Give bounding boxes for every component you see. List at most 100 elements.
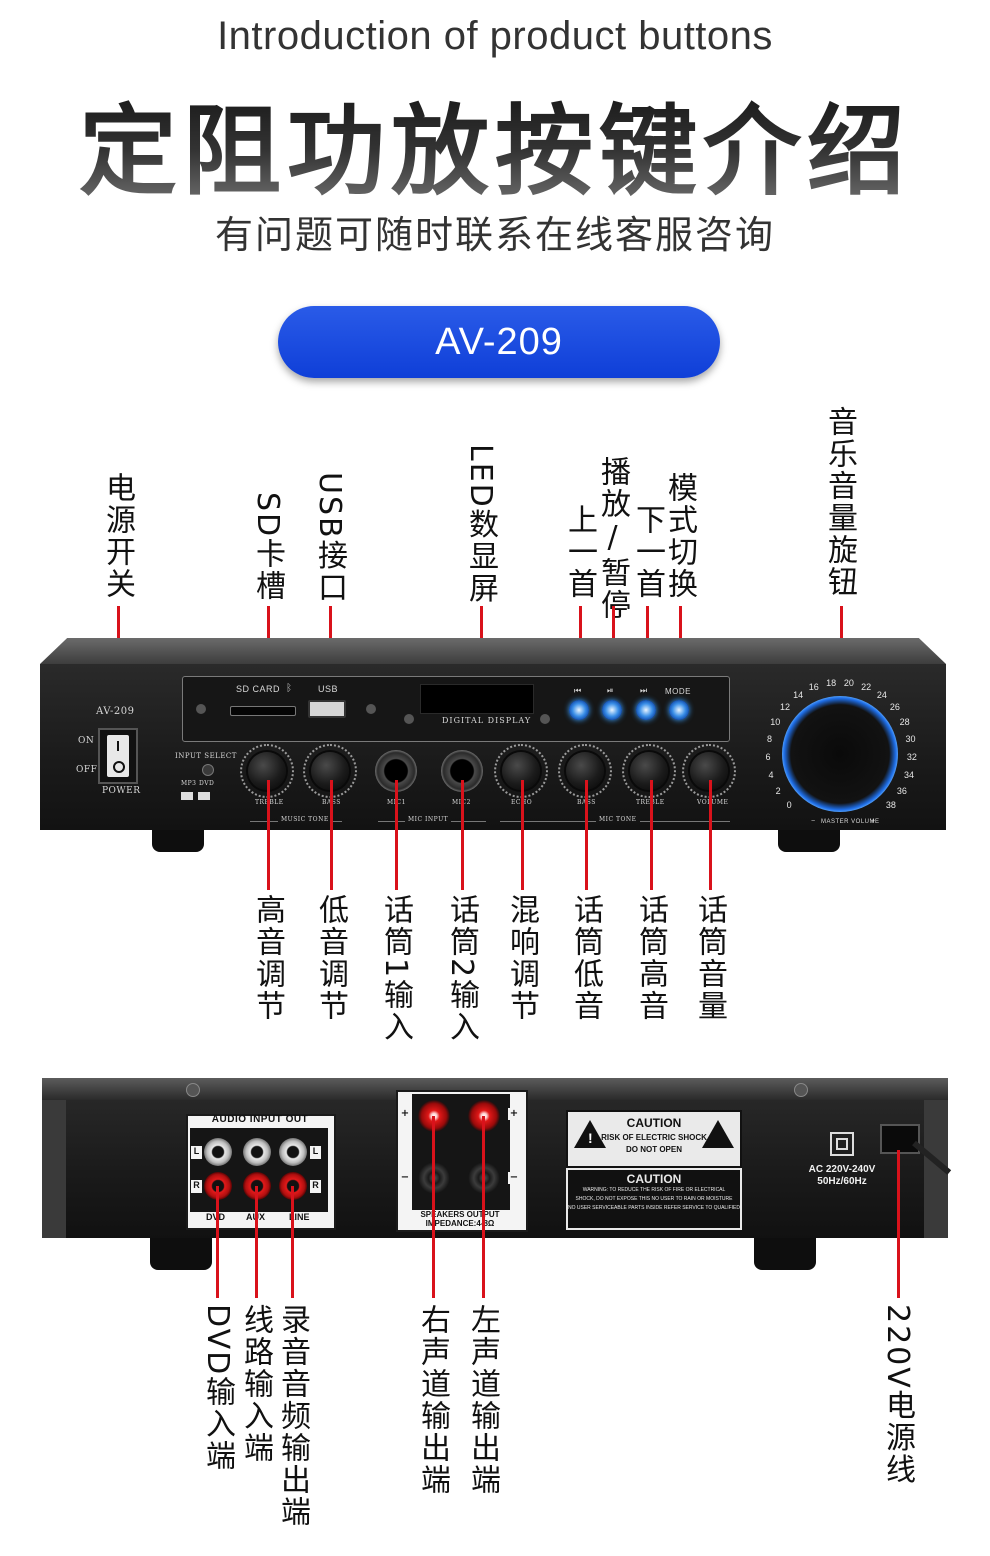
caution-title: CAUTION bbox=[626, 1116, 682, 1130]
speakers-output-text: SPEAKERS OUTPUT bbox=[420, 1210, 500, 1219]
label-prev-track: 上一首 bbox=[562, 504, 597, 600]
prev-track-button[interactable] bbox=[569, 700, 589, 720]
label-play-pause: 播放/暂停 bbox=[595, 456, 630, 621]
foot bbox=[152, 830, 204, 852]
led-display bbox=[420, 684, 534, 714]
pointer-line bbox=[395, 780, 398, 890]
pointer-line bbox=[585, 780, 588, 890]
next-track-button[interactable] bbox=[636, 700, 656, 720]
screw bbox=[540, 714, 550, 724]
scale-number: 32 bbox=[906, 751, 917, 762]
subtitle-en: Introduction of product buttons bbox=[217, 14, 773, 58]
pointer-line bbox=[267, 780, 270, 890]
mic-treble-knob[interactable] bbox=[622, 744, 676, 798]
pointer-line bbox=[432, 1116, 435, 1298]
screw bbox=[366, 704, 376, 714]
screw bbox=[794, 1083, 808, 1097]
digital-display-label: DIGITAL DISPLAY bbox=[442, 716, 532, 725]
label-treble: 高音调节 bbox=[250, 894, 285, 1022]
play-pause-icon: ⏯ bbox=[607, 686, 614, 695]
pointer-line bbox=[255, 1186, 258, 1298]
label-sd-slot: SD卡槽 bbox=[250, 492, 285, 603]
off-label: OFF bbox=[76, 765, 98, 775]
scale-number: 0 bbox=[786, 799, 792, 810]
label-dvd-input: DVD输入端 bbox=[200, 1304, 235, 1473]
mode-label: MODE bbox=[665, 687, 691, 696]
pointer-line bbox=[291, 1186, 294, 1298]
scale-number: 18 bbox=[826, 677, 837, 688]
caution-line: NO USER SERVICEABLE PARTS INSIDE REFER S… bbox=[568, 1205, 740, 1211]
caution-title: CAUTION bbox=[626, 1172, 682, 1186]
screw bbox=[186, 1083, 200, 1097]
lightning-triangle-icon bbox=[702, 1120, 734, 1148]
plus-label: + bbox=[399, 1108, 411, 1120]
caution-label-shock: ! CAUTION RISK OF ELECTRIC SHOCK DO NOT … bbox=[566, 1110, 742, 1168]
scale-number: 26 bbox=[889, 702, 900, 713]
sd-card-label: SD CARD bbox=[236, 684, 281, 694]
scale-number: 8 bbox=[767, 734, 773, 745]
hz-rating: 50Hz/60Hz bbox=[817, 1176, 867, 1187]
pointer-line bbox=[521, 780, 524, 890]
pointer-line bbox=[897, 1150, 900, 1298]
side-bezel bbox=[42, 1100, 66, 1238]
label-next-track: 下一首 bbox=[630, 504, 665, 600]
label-right-output: 右声道输出端 bbox=[415, 1304, 450, 1496]
power-label: POWER bbox=[102, 786, 141, 796]
input-select-button[interactable] bbox=[202, 764, 214, 776]
label-bass: 低音调节 bbox=[313, 894, 348, 1022]
scale-number: 36 bbox=[896, 785, 907, 796]
left-channel-label: L bbox=[191, 1146, 202, 1159]
mode-button[interactable] bbox=[669, 700, 689, 720]
foot bbox=[778, 830, 840, 852]
scale-number: 14 bbox=[793, 690, 804, 701]
label-line-input: 线路输入端 bbox=[238, 1304, 273, 1464]
right-channel-label: R bbox=[191, 1180, 202, 1193]
power-cord-grommet[interactable] bbox=[880, 1124, 920, 1154]
label-mic-bass: 话筒低音 bbox=[568, 894, 603, 1022]
master-volume-label: MASTER VOLUME bbox=[821, 819, 880, 825]
ac-rating: AC 220V-240V bbox=[808, 1164, 876, 1175]
mp3-label: MP3 bbox=[181, 780, 197, 787]
label-mic-volume: 话筒音量 bbox=[692, 894, 727, 1022]
music-tone-label: MUSIC TONE bbox=[278, 816, 332, 823]
dvd-indicator bbox=[198, 792, 210, 800]
contact-note: 有问题可随时联系在线客服咨询 bbox=[214, 213, 775, 257]
label-master-volume: 音乐音量旋钮 bbox=[822, 406, 857, 598]
line-output-left-jack[interactable] bbox=[279, 1138, 307, 1166]
scale-number: 28 bbox=[899, 717, 910, 728]
scale-number: 6 bbox=[765, 751, 771, 762]
scale-number: 2 bbox=[775, 785, 781, 796]
minus-label: − bbox=[508, 1172, 520, 1184]
page-title: 定阻功放按键介绍 bbox=[0, 72, 990, 214]
pointer-line bbox=[330, 780, 333, 890]
right-channel-label: R bbox=[310, 1180, 321, 1193]
usb-port[interactable] bbox=[308, 700, 346, 718]
prev-icon: ⏮ bbox=[574, 686, 582, 695]
scale-number: 30 bbox=[905, 734, 916, 745]
scale-number: 20 bbox=[843, 677, 854, 688]
aux-input-left-jack[interactable] bbox=[243, 1138, 271, 1166]
double-insulation-icon bbox=[830, 1132, 854, 1156]
next-icon: ⏭ bbox=[640, 686, 648, 695]
scale-number: 22 bbox=[861, 681, 872, 692]
caution-line: RISK OF ELECTRIC SHOCK bbox=[601, 1133, 707, 1142]
label-mic1: 话筒1输入 bbox=[378, 894, 413, 1044]
model-badge: AV-209 bbox=[278, 306, 720, 378]
screw bbox=[404, 714, 414, 724]
label-mic2: 话筒2输入 bbox=[444, 894, 479, 1044]
pointer-line bbox=[216, 1186, 219, 1298]
scale-number: 10 bbox=[770, 717, 781, 728]
pointer-line bbox=[461, 780, 464, 890]
exclamation-icon: ! bbox=[588, 1130, 593, 1146]
power-switch[interactable] bbox=[98, 728, 138, 784]
master-minus: − bbox=[811, 818, 816, 825]
play-pause-button[interactable] bbox=[602, 700, 622, 720]
caution-line: WARNING: TO REDUCE THE RISK OF FIRE OR E… bbox=[582, 1187, 726, 1193]
front-chassis-top bbox=[40, 638, 946, 664]
sd-card-slot[interactable] bbox=[230, 706, 296, 716]
scale-number: 4 bbox=[768, 769, 774, 780]
dvd-input-left-jack[interactable] bbox=[204, 1138, 232, 1166]
master-volume-knob[interactable] bbox=[782, 696, 898, 812]
foot bbox=[150, 1238, 212, 1270]
pointer-line bbox=[650, 780, 653, 890]
